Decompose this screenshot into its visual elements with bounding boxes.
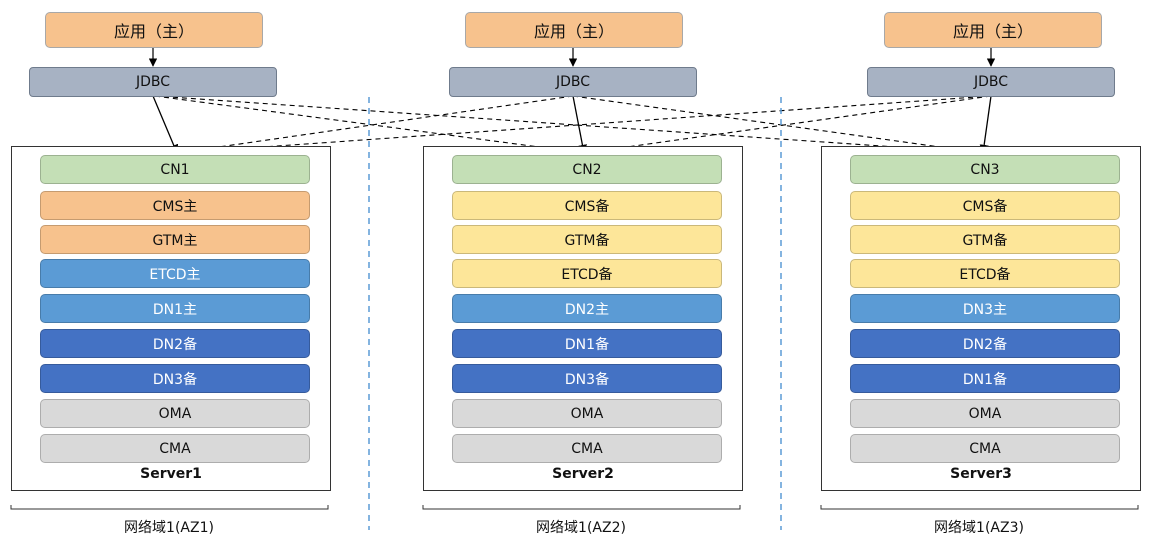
- component-dn1: DN1主: [40, 294, 310, 323]
- component-dn1: DN1备: [452, 329, 722, 358]
- jdbc-box-3: JDBC: [867, 67, 1115, 97]
- app-box-3: 应用（主）: [884, 12, 1102, 48]
- component-oma: OMA: [40, 399, 310, 428]
- component-gtm: GTM主: [40, 225, 310, 254]
- jdbc3-to-cn1-dashed: [176, 95, 992, 157]
- component-gtm: GTM备: [452, 225, 722, 254]
- component-cn3: CN3: [850, 155, 1120, 184]
- component-cma: CMA: [40, 434, 310, 463]
- component-dn2: DN2主: [452, 294, 722, 323]
- az-label-3: 网络域1(AZ3): [934, 520, 1024, 536]
- az-label-1: 网络域1(AZ1): [124, 520, 214, 536]
- az-label-2: 网络域1(AZ2): [536, 520, 626, 536]
- app-box-2: 应用（主）: [465, 12, 683, 48]
- component-dn1: DN1备: [850, 364, 1120, 393]
- component-cms: CMS备: [850, 191, 1120, 220]
- server-label-2: Server2: [552, 466, 614, 482]
- jdbc2-to-cn3-dashed: [572, 95, 984, 156]
- component-gtm: GTM备: [850, 225, 1120, 254]
- server-box-2: CN2 CMS备 GTM备 ETCD备 DN2主 DN1备 DN3备 OMA C…: [423, 146, 743, 491]
- component-dn2: DN2备: [40, 329, 310, 358]
- jdbc2-to-cn1-dashed: [176, 95, 574, 156]
- component-cms: CMS备: [452, 191, 722, 220]
- component-cms: CMS主: [40, 191, 310, 220]
- jdbc3-to-cn2-dashed: [583, 95, 992, 156]
- component-cn1: CN1: [40, 155, 310, 184]
- component-dn3: DN3备: [40, 364, 310, 393]
- app-box-1: 应用（主）: [45, 12, 263, 48]
- jdbc1-to-cn1-arrow: [152, 95, 179, 154]
- component-cma: CMA: [452, 434, 722, 463]
- jdbc3-to-cn3-arrow: [979, 95, 992, 154]
- server-box-3: CN3 CMS备 GTM备 ETCD备 DN3主 DN2备 DN1备 OMA C…: [821, 146, 1141, 491]
- component-dn3: DN3备: [452, 364, 722, 393]
- component-cma: CMA: [850, 434, 1120, 463]
- jdbc-box-2: JDBC: [449, 67, 697, 97]
- component-oma: OMA: [452, 399, 722, 428]
- component-dn3: DN3主: [850, 294, 1120, 323]
- component-etcd: ETCD备: [850, 259, 1120, 288]
- az-bracket-1: [10, 505, 329, 510]
- component-etcd: ETCD主: [40, 259, 310, 288]
- server-box-1: CN1 CMS主 GTM主 ETCD主 DN1主 DN2备 DN3备 OMA C…: [11, 146, 331, 491]
- component-etcd: ETCD备: [452, 259, 722, 288]
- component-oma: OMA: [850, 399, 1120, 428]
- az-bracket-2: [422, 505, 741, 510]
- server-label-3: Server3: [950, 466, 1012, 482]
- jdbc2-to-cn2-arrow: [572, 95, 587, 154]
- component-cn2: CN2: [452, 155, 722, 184]
- jdbc-box-1: JDBC: [29, 67, 277, 97]
- server-label-1: Server1: [140, 466, 202, 482]
- jdbc1-to-cn3-dashed: [154, 95, 984, 157]
- az-bracket-3: [820, 505, 1139, 510]
- component-dn2: DN2备: [850, 329, 1120, 358]
